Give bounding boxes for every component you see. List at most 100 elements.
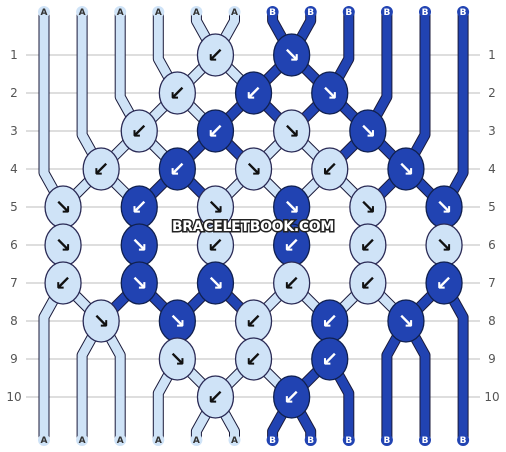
string-label-badge (152, 6, 165, 18)
string-label-top: A (152, 6, 165, 18)
knot-direction-arrow: ↙ (321, 347, 338, 371)
string-label-bottom: A (152, 434, 165, 446)
string-label-letter: A (79, 8, 86, 18)
knot: ↘ (311, 71, 349, 115)
knot-shape (349, 261, 387, 305)
string-label-badge (419, 434, 431, 446)
knot: ↙ (120, 185, 158, 229)
string-label-bottom: A (76, 434, 89, 446)
knot-shape (120, 261, 158, 305)
string-label-letter: A (155, 8, 162, 18)
string-label-badge (342, 6, 355, 18)
knot-shape (234, 147, 273, 191)
string-label-badge (228, 6, 241, 18)
knot-direction-arrow: ↘ (131, 271, 148, 295)
string-label-bottom: A (190, 434, 203, 446)
string-label-badge (457, 434, 470, 446)
knot: ↙ (196, 223, 235, 267)
knot: ↙ (311, 147, 349, 191)
knot-direction-arrow: ↙ (55, 271, 72, 295)
knot: ↙ (272, 375, 311, 419)
knot-shape (158, 337, 197, 381)
string-label-badge (190, 6, 203, 18)
knot-direction-arrow: ↘ (207, 271, 224, 295)
knot-shape (82, 299, 120, 343)
knot: ↙ (234, 337, 273, 381)
string-label-bottom: A (114, 434, 127, 446)
row-number-right: 8 (488, 314, 496, 328)
string-label-bottom: B (342, 434, 355, 446)
knot-direction-arrow: ↘ (245, 157, 262, 181)
string-label-top: B (419, 6, 431, 18)
knot: ↙ (349, 261, 387, 305)
row-number-left: 2 (10, 86, 18, 100)
string-label-letter: A (231, 436, 238, 446)
row-number-left: 7 (10, 276, 18, 290)
knot: ↙ (234, 299, 273, 343)
knot-direction-arrow: ↙ (283, 385, 300, 409)
knot-direction-arrow: ↘ (169, 309, 186, 333)
knot-shape (349, 109, 387, 153)
knot-shape (196, 109, 235, 153)
string-label-bottom: B (419, 434, 431, 446)
knot: ↘ (44, 223, 82, 267)
knot-direction-arrow: ↘ (131, 233, 148, 257)
string-label-top: A (228, 6, 241, 18)
knot-direction-arrow: ↘ (398, 157, 415, 181)
knot-direction-arrow: ↙ (169, 157, 186, 181)
knot: ↙ (272, 223, 311, 267)
knot: ↘ (387, 147, 425, 191)
row-number-left: 4 (10, 162, 18, 176)
string-label-bottom: A (38, 434, 50, 446)
knot-shape (311, 71, 349, 115)
knot: ↙ (272, 261, 311, 305)
knot-shape (272, 261, 311, 305)
string-label-badge (304, 434, 317, 446)
knot-direction-arrow: ↘ (55, 233, 72, 257)
knot: ↙ (234, 71, 273, 115)
knot: ↙ (349, 223, 387, 267)
knot-shape (234, 71, 273, 115)
string-label-letter: B (269, 436, 276, 446)
string-label-top: A (114, 6, 127, 18)
knot-shape (158, 71, 197, 115)
knot-direction-arrow: ↘ (169, 347, 186, 371)
string-label-top: B (304, 6, 317, 18)
knot: ↘ (234, 147, 273, 191)
knot-direction-arrow: ↙ (131, 119, 148, 143)
knot: ↙ (425, 261, 463, 305)
thread (401, 7, 430, 174)
row-number-right: 4 (488, 162, 496, 176)
string-label-top: B (380, 6, 393, 18)
row-number-right: 10 (484, 390, 499, 404)
string-label-letter: B (307, 8, 314, 18)
knot-direction-arrow: ↘ (93, 309, 110, 333)
site-watermark: BRACELETBOOK.COM (172, 219, 334, 235)
knot-direction-arrow: ↘ (359, 119, 376, 143)
string-label-bottom: B (457, 434, 470, 446)
knot-direction-arrow: ↙ (169, 81, 186, 105)
string-label-badge (38, 6, 50, 18)
string-label-badge (114, 6, 127, 18)
knot-direction-arrow: ↙ (207, 43, 224, 67)
knot-direction-arrow: ↙ (359, 233, 376, 257)
knot-direction-arrow: ↙ (131, 195, 148, 219)
knot-direction-arrow: ↘ (207, 195, 224, 219)
knot: ↘ (120, 223, 158, 267)
row-number-left: 8 (10, 314, 18, 328)
thread (439, 278, 468, 445)
knot: ↘ (425, 185, 463, 229)
knot-direction-arrow: ↘ (359, 195, 376, 219)
knot-direction-arrow: ↘ (436, 233, 453, 257)
knot-direction-arrow: ↘ (321, 81, 338, 105)
knot: ↘ (158, 299, 197, 343)
knot-direction-arrow: ↙ (283, 271, 300, 295)
thread (77, 7, 106, 174)
knot-shape (272, 375, 311, 419)
row-number-right: 2 (488, 86, 496, 100)
knot: ↙ (311, 299, 349, 343)
knot: ↙ (196, 109, 235, 153)
row-number-right: 3 (488, 124, 496, 138)
knot-shape (44, 261, 82, 305)
string-label-letter: B (269, 8, 276, 18)
